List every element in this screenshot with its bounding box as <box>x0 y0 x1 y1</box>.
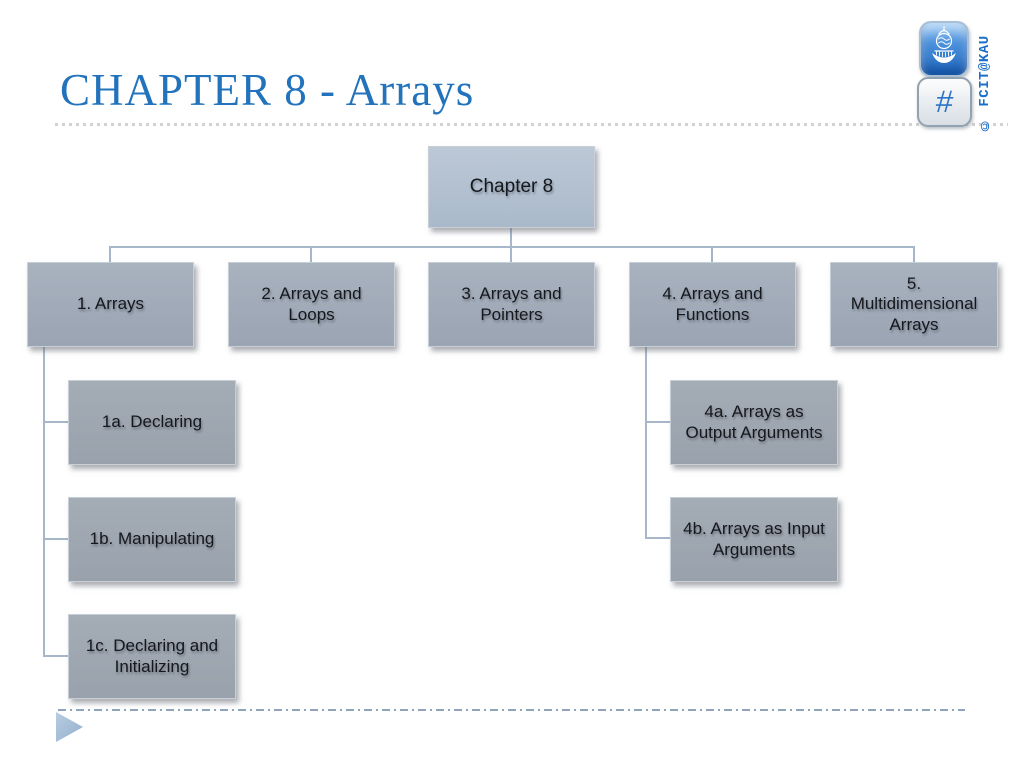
connector-group1-stub-b <box>44 538 68 540</box>
node-label: 4a. Arrays as Output Arguments <box>685 402 823 442</box>
node-5-multidimensional-arrays: 5. Multidimensional Arrays <box>830 262 998 347</box>
node-label: 4. Arrays and Functions <box>662 284 763 324</box>
node-1a-declaring: 1a. Declaring <box>68 380 236 465</box>
node-label: 1b. Manipulating <box>89 529 215 549</box>
connector-group1-vertical <box>43 347 45 657</box>
connector-group1-stub-c <box>44 655 68 657</box>
slide-number-badge: # <box>917 77 972 127</box>
copyright-vertical-text: © FCIT@KAU <box>977 35 993 132</box>
connector-group4-vertical <box>645 347 647 539</box>
node-label: 1c. Declaring and Initializing <box>85 636 219 676</box>
play-triangle-icon <box>56 712 83 742</box>
node-2-arrays-and-loops: 2. Arrays and Loops <box>228 262 395 347</box>
connector-stub-2 <box>310 247 312 262</box>
node-label: 2. Arrays and Loops <box>261 284 362 324</box>
connector-horizontal-bus <box>109 246 915 248</box>
node-label: 1a. Declaring <box>101 412 203 432</box>
connector-group4-stub-b <box>646 537 670 539</box>
node-4b-arrays-as-input-arguments: 4b. Arrays as Input Arguments <box>670 497 838 582</box>
connector-stub-1 <box>109 247 111 262</box>
title-divider <box>55 123 1008 126</box>
node-1b-manipulating: 1b. Manipulating <box>68 497 236 582</box>
connector-stub-4 <box>711 247 713 262</box>
hash-icon: # <box>934 84 955 119</box>
kau-logo-icon <box>924 24 964 75</box>
connector-group4-stub-a <box>646 421 670 423</box>
node-label: 4b. Arrays as Input Arguments <box>683 519 825 559</box>
page-title: CHAPTER 8 - Arrays <box>60 65 475 115</box>
node-3-arrays-and-pointers: 3. Arrays and Pointers <box>428 262 595 347</box>
node-chapter-8: Chapter 8 <box>428 146 595 228</box>
node-4-arrays-and-functions: 4. Arrays and Functions <box>629 262 796 347</box>
node-label: 1. Arrays <box>76 294 145 314</box>
connector-stub-5 <box>913 247 915 262</box>
connector-root-stem <box>510 228 512 247</box>
node-label: 3. Arrays and Pointers <box>461 284 562 324</box>
footer-divider <box>58 709 965 711</box>
node-4a-arrays-as-output-arguments: 4a. Arrays as Output Arguments <box>670 380 838 465</box>
kau-logo-badge <box>919 21 969 77</box>
node-1-arrays: 1. Arrays <box>27 262 194 347</box>
node-label: Chapter 8 <box>469 175 554 197</box>
connector-group1-stub-a <box>44 421 68 423</box>
node-1c-declaring-and-initializing: 1c. Declaring and Initializing <box>68 614 236 699</box>
node-label: 5. Multidimensional Arrays <box>850 274 978 334</box>
connector-stub-3 <box>510 247 512 262</box>
